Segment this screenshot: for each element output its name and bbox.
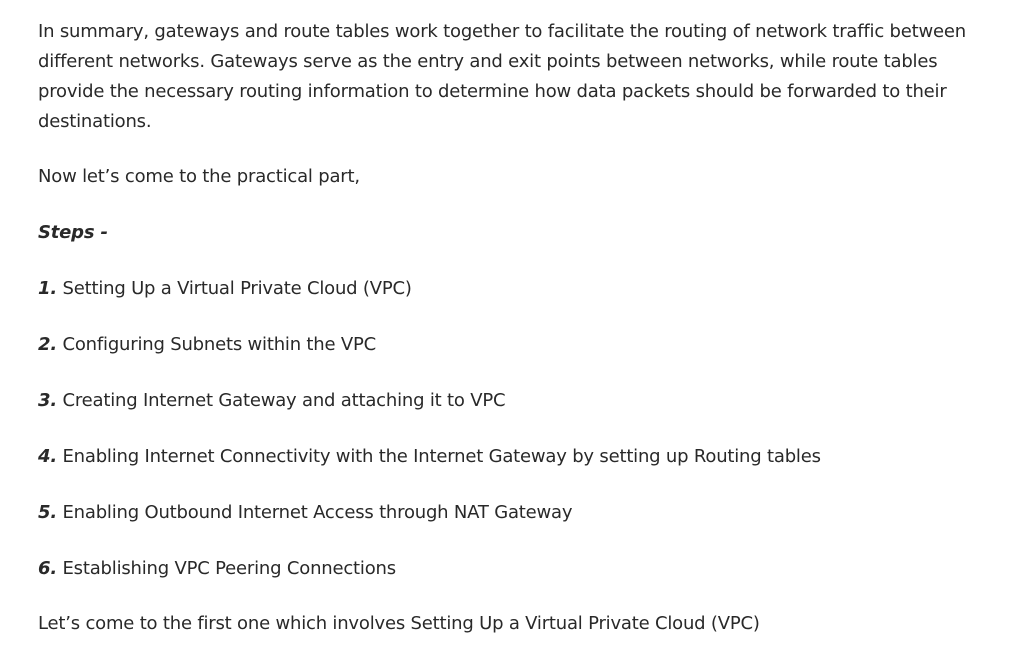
step-number: 1. <box>38 278 57 299</box>
step-text: Enabling Internet Connectivity with the … <box>62 446 821 467</box>
step-item: 5. Enabling Outbound Internet Access thr… <box>38 498 1005 528</box>
step-number: 4. <box>38 446 57 467</box>
step-item: 4. Enabling Internet Connectivity with t… <box>38 442 1005 472</box>
practical-intro: Now let’s come to the practical part, <box>38 166 360 187</box>
step-text: Enabling Outbound Internet Access throug… <box>62 502 573 523</box>
step-text: Establishing VPC Peering Connections <box>62 558 397 579</box>
step-text: Configuring Subnets within the VPC <box>62 334 377 355</box>
closing-paragraph: Let’s come to the first one which involv… <box>38 613 760 634</box>
step-number: 3. <box>38 390 57 411</box>
step-item: 6. Establishing VPC Peering Connections <box>38 554 1005 584</box>
step-number: 5. <box>38 502 57 523</box>
steps-list: 1. Setting Up a Virtual Private Cloud (V… <box>38 274 1005 584</box>
step-number: 2. <box>38 334 57 355</box>
step-item: 3. Creating Internet Gateway and attachi… <box>38 386 1005 416</box>
steps-heading: Steps - <box>38 222 108 243</box>
summary-paragraph: In summary, gateways and route tables wo… <box>38 21 966 132</box>
step-item: 1. Setting Up a Virtual Private Cloud (V… <box>38 274 1005 304</box>
step-item: 2. Configuring Subnets within the VPC <box>38 330 1005 360</box>
step-number: 6. <box>38 558 57 579</box>
step-text: Creating Internet Gateway and attaching … <box>62 390 506 411</box>
step-text: Setting Up a Virtual Private Cloud (VPC) <box>62 278 412 299</box>
